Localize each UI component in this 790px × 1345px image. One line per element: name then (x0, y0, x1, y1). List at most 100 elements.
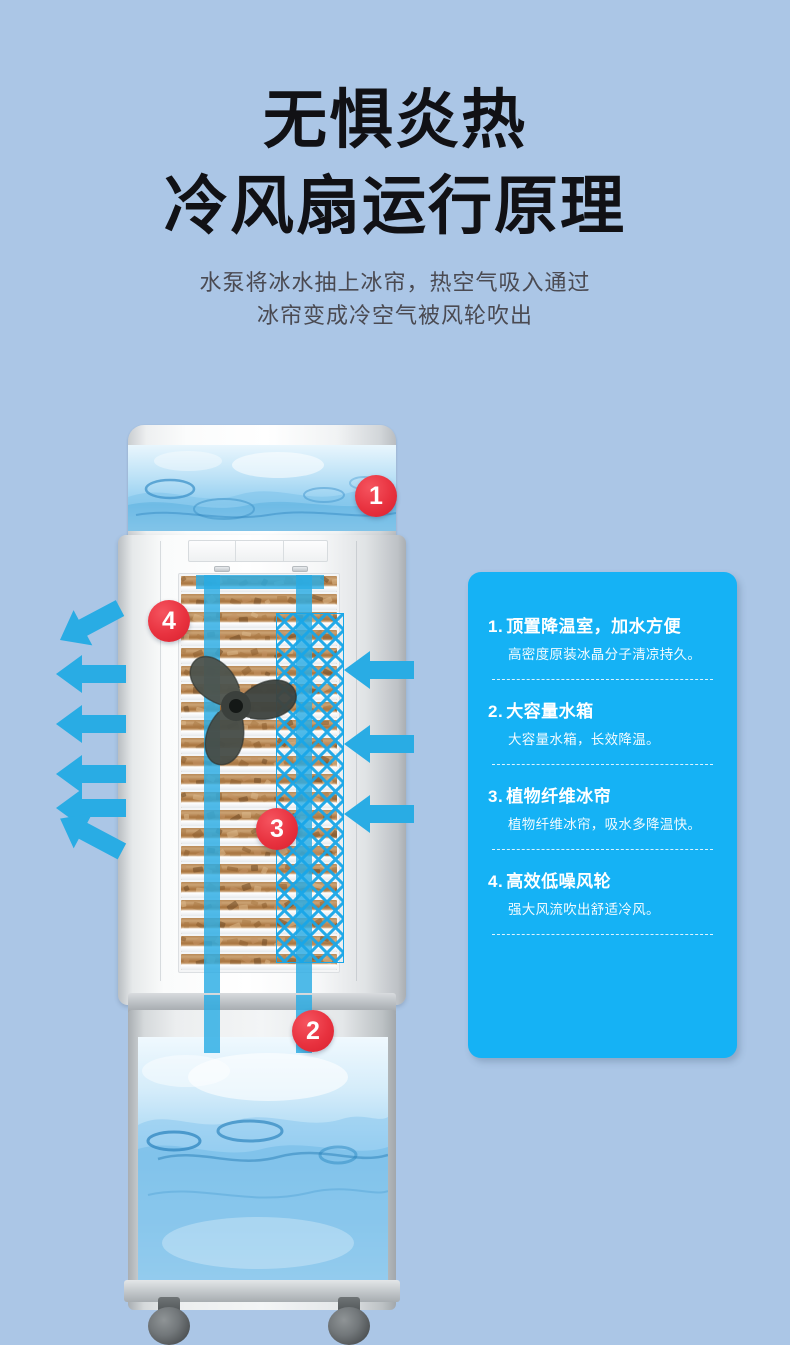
product-cutaway-diagram: 1 4 3 2 (110, 425, 410, 1345)
cooling-pad-fiber-chip (238, 904, 249, 913)
cooling-pad-fiber-chip (227, 792, 239, 802)
water-return-pipe-left (204, 995, 220, 1053)
cooling-pad-fiber-chip (261, 614, 268, 621)
callout-badge-3: 3 (256, 808, 298, 850)
cooling-pad-fiber-chip (264, 851, 271, 859)
callout-badge-4: 4 (148, 600, 190, 642)
cooling-pad-fiber-chip (181, 792, 187, 798)
cooling-pad-fiber-chip (183, 921, 190, 930)
feature-item-1: 1.顶置降温室，加水方便 高密度原装冰晶分子清凉持久。 (488, 612, 717, 663)
cooling-pad-fiber-chip (261, 902, 268, 909)
cooling-pad-fiber-chip (252, 597, 262, 606)
feature-item-4: 4.高效低噪风轮 强大风流吹出舒适冷风。 (488, 867, 717, 918)
cooling-pad-fiber-chip (229, 597, 242, 608)
cooler-base-rim (128, 993, 396, 1015)
feature-divider-2 (492, 764, 713, 765)
cooling-pad-fiber-chip (192, 937, 204, 946)
feature-divider-3 (492, 849, 713, 850)
cooling-pad-fiber-chip (264, 886, 271, 894)
feature-3-title: 植物纤维冰帘 (506, 787, 612, 806)
water-distributor-bar (196, 575, 324, 589)
cooling-pad-fiber-chip (181, 828, 187, 836)
cooling-pad-fiber-chip (183, 813, 190, 820)
cooling-pad-fiber-chip (331, 578, 337, 585)
top-cooling-chamber-water-image (128, 445, 396, 531)
cooling-pad-fiber-chip (253, 849, 262, 856)
cooling-pad-fiber-chip (229, 922, 243, 933)
cooling-pad-fiber-chip (238, 616, 249, 625)
feature-2-title: 大容量水箱 (506, 702, 594, 721)
airflow-in-arrow-3 (344, 795, 414, 833)
feature-list-panel: 1.顶置降温室，加水方便 高密度原装冰晶分子清凉持久。 2.大容量水箱 大容量水… (468, 572, 737, 1058)
cooling-pad-fiber-chip (229, 886, 242, 895)
cooling-pad-fiber-chip (183, 597, 190, 604)
callout-badge-2: 2 (292, 1010, 334, 1052)
caster-wheel-right (328, 1297, 370, 1345)
cooling-pad-fiber-chip (252, 920, 262, 929)
water-tank-water-image (138, 1037, 388, 1282)
cooling-pad-fiber-chip (226, 612, 240, 624)
airflow-out-arrow-3 (56, 705, 126, 743)
feature-3-description: 植物纤维冰帘，吸水多降温快。 (508, 817, 702, 832)
feature-4-heading: 4.高效低噪风轮 (488, 867, 717, 892)
cooling-pad-fiber-chip (241, 882, 252, 892)
cooling-pad-fiber-chip (238, 832, 249, 841)
cooling-pad-fiber-chip (241, 954, 252, 964)
cooling-pad-fiber-chip (183, 885, 190, 892)
feature-1-heading: 1.顶置降温室，加水方便 (488, 612, 717, 637)
feature-item-3: 3.植物纤维冰帘 植物纤维冰帘，吸水多降温快。 (488, 782, 717, 833)
cooling-pad-fiber-chip (241, 846, 252, 854)
cooling-pad-fiber-chip (182, 777, 191, 786)
cooling-pad-fiber-chip (181, 900, 187, 908)
cooling-pad-fiber-chip (249, 936, 259, 945)
control-panel[interactable] (188, 540, 328, 562)
cooling-pad-fiber-chip (181, 936, 187, 942)
cooling-pad-fiber-chip (229, 778, 243, 789)
cooling-pad-fiber-chip (253, 777, 261, 784)
cooling-pad-fiber-chip (182, 849, 191, 858)
feature-4-description: 强大风流吹出舒适冷风。 (508, 902, 660, 917)
feature-2-description: 大容量水箱，长效降温。 (508, 732, 660, 747)
cooling-pad-fiber-chip (183, 957, 190, 964)
feature-4-title: 高效低噪风轮 (506, 872, 612, 891)
panel-handle-right[interactable] (292, 566, 308, 572)
cooling-pad-fiber-chip (230, 959, 242, 966)
caster-wheel-left (148, 1297, 190, 1345)
cooling-pad-fiber-chip (241, 774, 252, 782)
cooling-pad-fiber-chip (226, 829, 240, 839)
cooling-pad-fiber-chip (276, 596, 287, 601)
headline-line-1: 无惧炎热 (263, 84, 527, 156)
feature-1-title: 顶置降温室，加水方便 (506, 617, 682, 636)
cooling-pad-fiber-chip (264, 959, 271, 965)
cooling-pad-fiber-chip (181, 864, 187, 871)
airflow-out-arrow-2 (56, 655, 126, 693)
panel-handle-left[interactable] (214, 566, 230, 572)
cooling-pad-fiber-chip (253, 885, 262, 894)
cooling-pad-fiber-chip (250, 612, 259, 619)
feature-3-heading: 3.植物纤维冰帘 (488, 782, 717, 807)
cooling-pad-fiber-chip (241, 631, 252, 637)
cooling-pad-fiber-chip (241, 919, 252, 925)
cooling-pad-fiber-chip (229, 813, 242, 824)
page-header: 无惧炎热 冷风扇运行原理 水泵将冰水抽上冰帘，热空气吸入通过 冰帘变成冷空气被风… (0, 0, 790, 332)
cooling-pad-fiber-chip (227, 938, 239, 944)
cooling-curtain-mesh (276, 613, 344, 963)
cooling-pad-fiber-chip (238, 939, 249, 948)
cooling-pad-fiber-chip (264, 599, 271, 605)
cooling-pad-fiber-chip (241, 594, 252, 604)
subtitle-line-2: 冰帘变成冷空气被风轮吹出 (256, 303, 533, 328)
feature-divider-1 (492, 679, 713, 680)
cooling-pad-fiber-chip (191, 613, 204, 624)
airflow-out-arrow-1 (59, 600, 125, 646)
cooling-pad-fiber-chip (260, 866, 269, 875)
cooling-pad-fiber-chip (192, 794, 203, 801)
feature-divider-4 (492, 934, 713, 935)
cooling-pad-fiber-chip (311, 594, 323, 602)
cooling-pad-fiber-chip (253, 957, 262, 966)
airflow-out-arrow-4 (56, 755, 126, 793)
cooling-pad-fiber-chip (230, 851, 242, 860)
subtitle-line-1: 水泵将冰水抽上冰帘，热空气吸入通过 (199, 270, 591, 295)
feature-item-2: 2.大容量水箱 大容量水箱，长效降温。 (488, 697, 717, 748)
feature-4-number: 4. (488, 872, 504, 891)
cooling-pad-fiber-chip (181, 576, 187, 583)
